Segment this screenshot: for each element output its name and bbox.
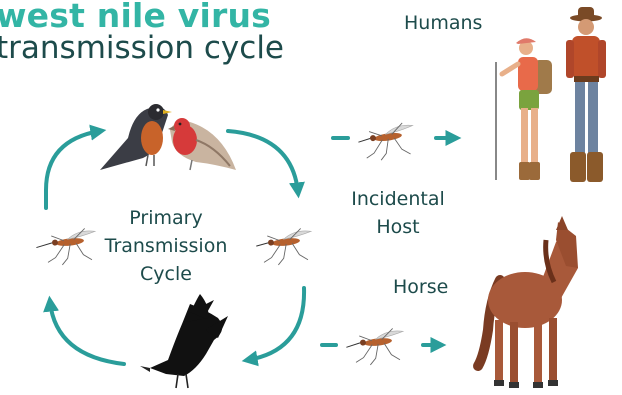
hiker-woman-icon — [496, 38, 552, 180]
crow-bird-icon — [140, 294, 228, 388]
incidental-host-label: Incidental Host — [338, 185, 458, 241]
primary-cycle-label-line-3: Cycle — [96, 260, 236, 288]
primary-cycle-label: Primary Transmission Cycle — [96, 204, 236, 288]
incidental-host-label-line-2: Host — [338, 213, 458, 241]
cycle-arrow-top-left — [46, 131, 100, 208]
cycle-arrow-bottom-left — [50, 302, 124, 364]
cycle-arrow-top-right — [228, 131, 298, 192]
house-finch-bird-icon — [168, 118, 236, 170]
primary-cycle-label-line-1: Primary — [96, 204, 236, 232]
mosquito-icon — [255, 227, 314, 267]
mosquito-icon — [345, 327, 406, 367]
robin-bird-icon — [100, 104, 172, 170]
primary-cycle-label-line-2: Transmission — [96, 232, 236, 260]
cowboy-man-icon — [566, 7, 606, 182]
horse-icon — [478, 216, 578, 388]
mosquito-icon — [35, 227, 98, 267]
humans-label: Humans — [404, 12, 482, 34]
mosquito-icon — [357, 121, 417, 162]
cycle-arrow-bottom-right — [248, 288, 304, 360]
incidental-host-label-line-1: Incidental — [338, 185, 458, 213]
horse-label: Horse — [393, 276, 448, 298]
